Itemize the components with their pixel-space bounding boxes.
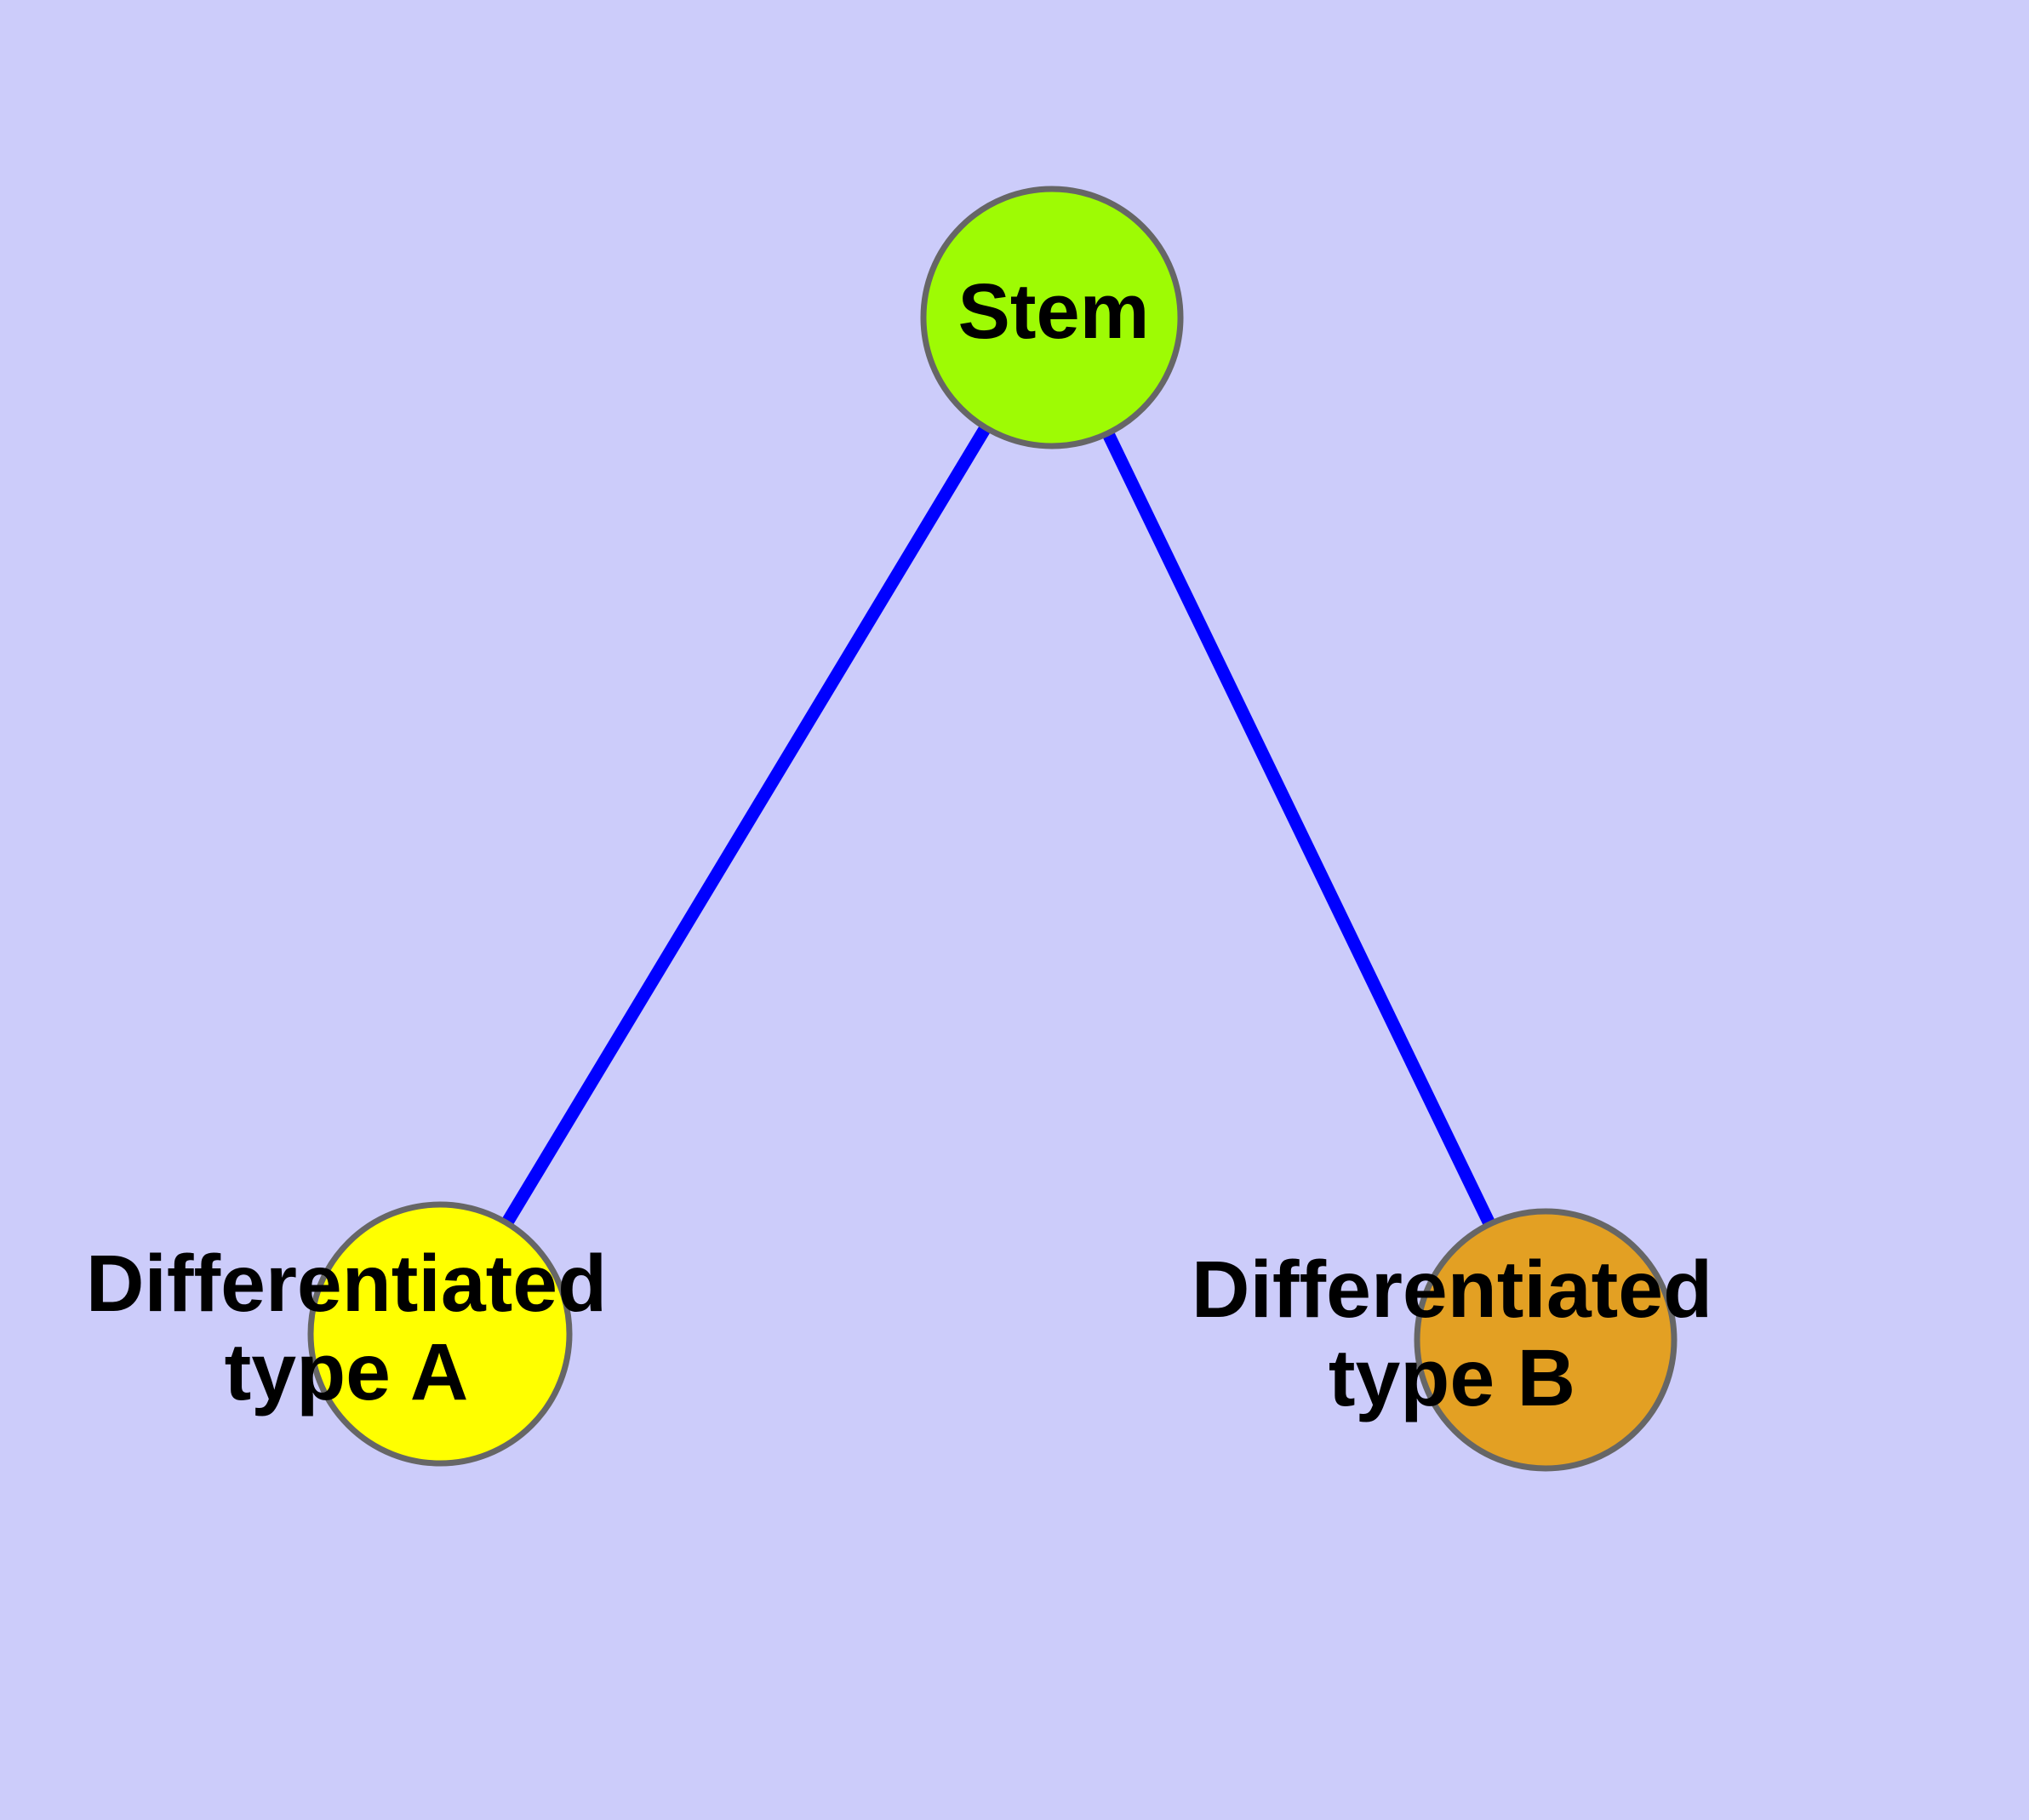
edge-stem-diff-b[interactable] [1046, 314, 1552, 1343]
node-stem[interactable] [920, 186, 1184, 449]
node-diff_b[interactable] [1414, 1208, 1677, 1472]
node-label-line: type A [225, 1327, 469, 1417]
node-layer [307, 186, 1677, 1472]
node-label-line: Stem [958, 268, 1150, 355]
node-label-line: Differentiated [1192, 1245, 1712, 1335]
edge-layer [434, 314, 1552, 1343]
edge-stem-diff-a[interactable] [434, 314, 1058, 1337]
node-label-line: Differentiated [86, 1239, 607, 1329]
node-diff_a[interactable] [307, 1201, 573, 1467]
node-label-line: type B [1329, 1333, 1575, 1423]
node-label-stem: Stem [958, 268, 1150, 355]
